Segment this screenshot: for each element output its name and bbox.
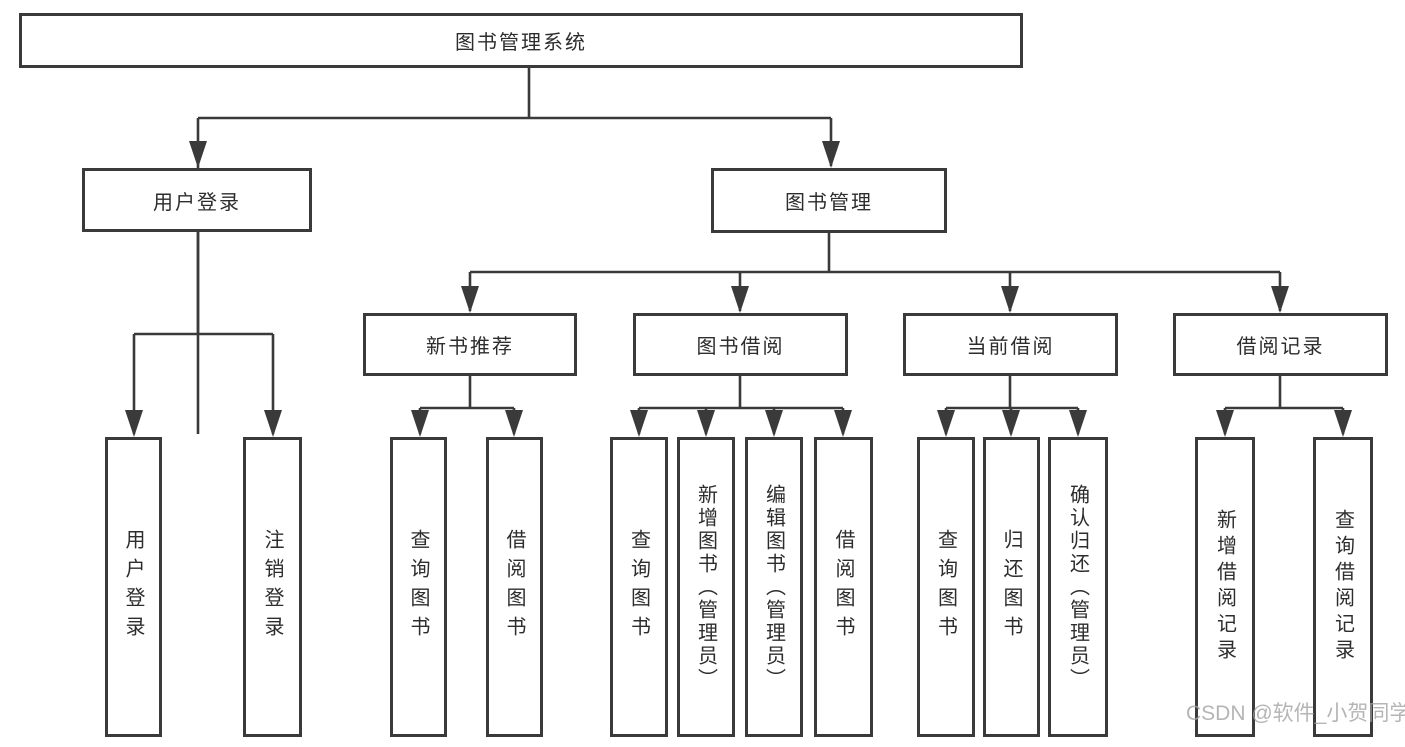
node-label: 查询图书 xyxy=(407,529,429,645)
node-label: 查询借阅记录 xyxy=(1331,509,1354,665)
leaf-query-borrow-record: 查询借阅记录 xyxy=(1313,437,1373,737)
node-label: 查询图书 xyxy=(627,529,650,645)
node-label: 新增图书（管理员） xyxy=(694,483,717,691)
node-label: 查询图书 xyxy=(934,529,957,645)
node-borrowing-records: 借阅记录 xyxy=(1173,313,1388,376)
leaf-add-book-admin: 新增图书（管理员） xyxy=(677,437,735,737)
node-label: 借阅图书 xyxy=(503,529,525,645)
node-label: 用户登录 xyxy=(153,191,241,214)
node-label: 新书推荐 xyxy=(426,336,514,358)
leaf-logout: 注销登录 xyxy=(243,437,302,737)
leaf-query-books: 查询图书 xyxy=(917,437,975,737)
node-label: 注销登录 xyxy=(261,529,283,645)
node-label: 归还图书 xyxy=(1000,529,1022,645)
leaf-edit-book-admin: 编辑图书（管理员） xyxy=(745,437,803,737)
node-label: 当前借阅 xyxy=(966,336,1055,358)
node-book-management: 图书管理 xyxy=(711,168,947,233)
node-label: 用户登录 xyxy=(122,529,144,645)
node-label: 确认归还（管理员） xyxy=(1066,483,1089,691)
leaf-return-books: 归还图书 xyxy=(983,437,1040,737)
node-label: 图书管理系统 xyxy=(455,32,587,54)
leaf-confirm-return-admin: 确认归还（管理员） xyxy=(1048,437,1108,737)
leaf-add-borrow-record: 新增借阅记录 xyxy=(1195,437,1255,737)
node-library-management-system: 图书管理系统 xyxy=(19,13,1023,68)
leaf-query-books: 查询图书 xyxy=(390,437,447,737)
node-user-login: 用户登录 xyxy=(82,168,312,232)
node-current-borrowing: 当前借阅 xyxy=(903,313,1118,376)
leaf-query-books: 查询图书 xyxy=(610,437,668,737)
leaf-borrow-books: 借阅图书 xyxy=(814,437,873,737)
node-label: 借阅记录 xyxy=(1236,336,1325,358)
node-label: 图书借阅 xyxy=(696,336,785,358)
node-label: 新增借阅记录 xyxy=(1213,509,1236,665)
node-label: 图书管理 xyxy=(785,192,873,214)
leaf-user-login: 用户登录 xyxy=(105,437,162,737)
csdn-watermark: CSDN @软件_小贺同学 xyxy=(1186,702,1405,725)
node-book-borrowing: 图书借阅 xyxy=(633,313,848,376)
node-label: 编辑图书（管理员） xyxy=(762,483,785,691)
node-label: 借阅图书 xyxy=(832,529,854,645)
leaf-borrow-books: 借阅图书 xyxy=(486,437,543,737)
node-new-book-recommendation: 新书推荐 xyxy=(363,313,577,376)
